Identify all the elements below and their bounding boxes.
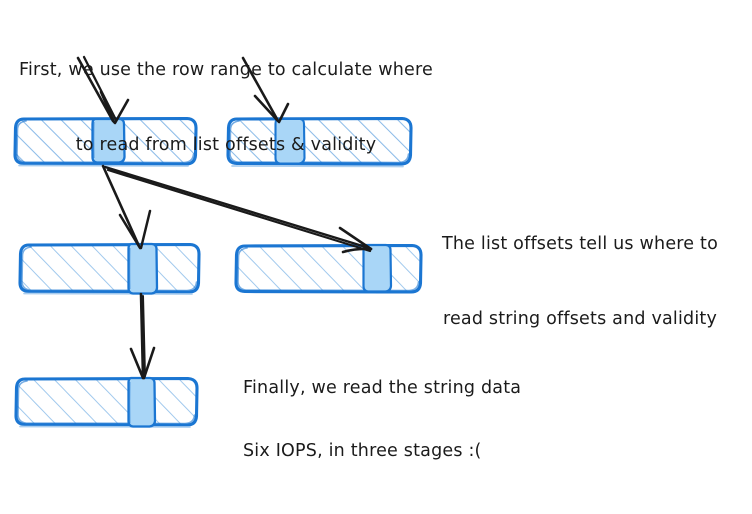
diagram-svg — [13, 55, 423, 428]
annotation-list-offsets: The list offsets tell us where to read s… — [412, 182, 748, 382]
buffer-list-offsets — [13, 116, 198, 167]
arrow-list-offsets-to-string-offsets — [101, 164, 152, 250]
annotation-row-range-line-1: First, we use the row range to calculate… — [18, 60, 434, 80]
annotation-iops-summary: Six IOPS, in three stages :( — [243, 389, 603, 514]
annotation-list-offsets-line-2: read string offsets and validity — [442, 309, 718, 329]
annotation-string-data-line-1: Finally, we read the string data — [243, 378, 522, 398]
annotation-list-offsets-line-1: The list offsets tell us where to — [442, 234, 718, 254]
diagram-canvas: First, we use the row range to calculate… — [6, 8, 748, 461]
annotation-row-range: First, we use the row range to calculate… — [6, 8, 446, 208]
annotation-iops-summary-line-1: Six IOPS, in three stages :( — [243, 441, 482, 461]
annotation-string-data: Finally, we read the string data — [243, 326, 603, 451]
buffer-string-data — [14, 376, 199, 428]
buffer-string-offsets — [18, 242, 201, 295]
highlight-read-window — [91, 117, 126, 164]
buffer-list-validity — [226, 116, 413, 168]
arrow-list-offsets-to-string-validity — [103, 165, 373, 254]
highlight-read-window — [362, 243, 393, 293]
buffer-string-validity — [234, 243, 423, 294]
highlight-read-window — [274, 117, 306, 165]
highlight-read-window — [127, 242, 159, 295]
annotation-row-range-line-2: to read from list offsets & validity — [75, 135, 377, 155]
arrow-rowrange-to-list-offsets — [76, 55, 130, 125]
arrow-string-offsets-to-string-data — [129, 292, 156, 380]
arrow-rowrange-to-list-validity — [241, 56, 290, 124]
highlight-read-window — [127, 376, 157, 428]
